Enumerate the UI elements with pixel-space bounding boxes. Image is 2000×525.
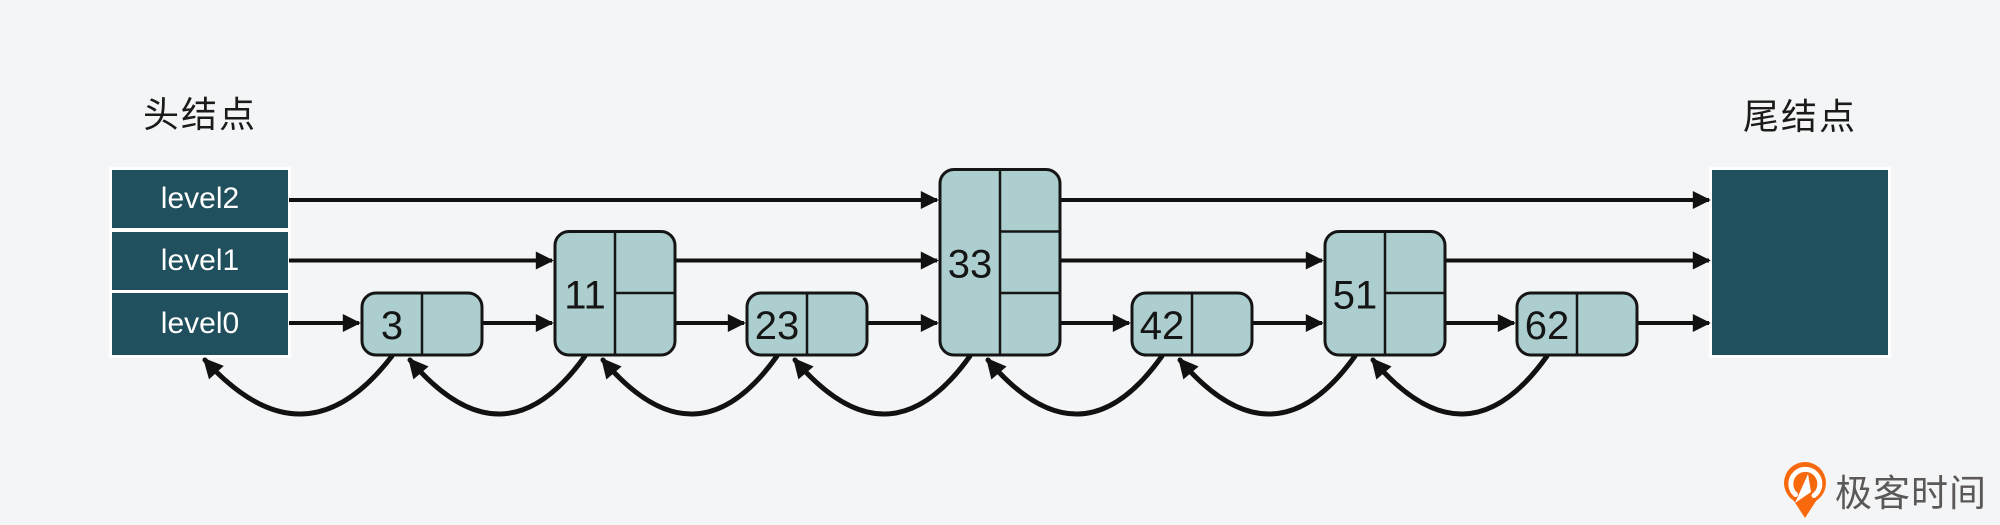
backward-pointer-51-to-42	[1177, 353, 1358, 417]
skiplist-node-62: 62	[1515, 291, 1639, 357]
node-value: 3	[381, 304, 403, 348]
node-value: 33	[948, 242, 993, 286]
node-box	[1515, 291, 1639, 357]
head-level1-cell: level1	[109, 228, 291, 293]
backward-pointer-3-to-head	[202, 353, 395, 417]
backward-pointer-23-to-11	[600, 353, 780, 417]
node-value: 11	[564, 273, 606, 317]
skiplist-node-3: 3	[360, 291, 484, 357]
node-box	[1130, 291, 1254, 357]
node-box	[1323, 230, 1447, 357]
node-value: 23	[755, 304, 800, 348]
skiplist-node-11: 11	[553, 230, 677, 357]
brand-name: 极客时间	[1835, 473, 1987, 514]
skiplist-node-42: 42	[1130, 291, 1254, 357]
brand-watermark: 极客时间	[1783, 460, 1987, 520]
backward-pointer-33-to-23	[792, 353, 973, 417]
head-level2-cell: level2	[109, 167, 291, 231]
skiplist-node-33: 33	[938, 168, 1062, 357]
node-box	[745, 291, 869, 357]
head-node-title: 头结点	[142, 94, 257, 135]
node-box	[360, 291, 484, 357]
tail-node-box	[1709, 167, 1891, 358]
skiplist-node-51: 51	[1323, 230, 1447, 357]
backward-pointer-62-to-51	[1370, 353, 1550, 417]
head-level0-cell: level0	[109, 290, 291, 358]
backward-pointer-11-to-3	[407, 353, 588, 417]
node-value: 42	[1140, 304, 1185, 348]
head-level2-label: level2	[160, 182, 240, 215]
head-level1-label: level1	[160, 243, 240, 277]
node-value: 51	[1333, 273, 1378, 317]
geektime-logo-icon	[1784, 462, 1826, 518]
node-box	[938, 168, 1062, 357]
tail-node-title: 尾结点	[1742, 96, 1857, 137]
backward-pointer-42-to-33	[985, 353, 1165, 417]
node-box	[553, 230, 677, 357]
node-value: 62	[1525, 304, 1570, 348]
skiplist-node-23: 23	[745, 291, 869, 357]
head-level0-label: level0	[160, 307, 240, 340]
